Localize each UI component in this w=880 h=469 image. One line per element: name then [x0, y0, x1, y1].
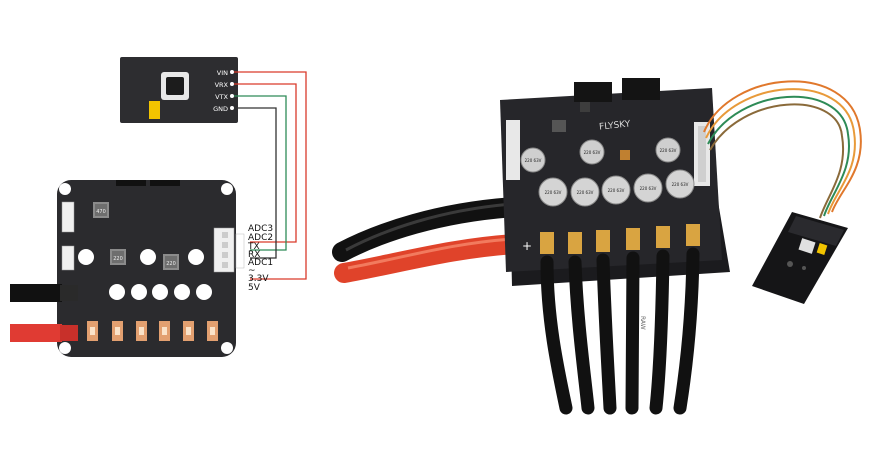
- photo-wireless-module: [752, 212, 848, 304]
- capacitor: 220 63V: [633, 173, 663, 203]
- pin-label-vtx: VTX: [215, 93, 228, 101]
- photo-motor-pads: [540, 224, 700, 254]
- wire-vtx-rx: [234, 95, 287, 251]
- svg-text:220 63V: 220 63V: [640, 186, 657, 191]
- black-power-lead: [10, 284, 62, 302]
- svg-text:220 63V: 220 63V: [608, 188, 625, 193]
- svg-text:220 63V: 220 63V: [577, 190, 594, 195]
- pin-label-vin: VIN: [217, 69, 228, 77]
- svg-text:220 63V: 220 63V: [660, 148, 677, 153]
- photo-ribbon-wires: [703, 80, 862, 219]
- wire-vin-5v: [234, 71, 307, 280]
- wire-vrx-tx: [234, 83, 297, 243]
- label-rx: RX: [248, 250, 260, 260]
- power-leads-schematic: [10, 284, 78, 342]
- pin-label-vrx: VRX: [215, 81, 229, 89]
- wiring: [234, 71, 307, 280]
- component-220-right: 220: [163, 254, 179, 270]
- motor-pads: [87, 321, 218, 341]
- capacitor: 220 63V: [655, 137, 681, 163]
- svg-text:220: 220: [113, 256, 123, 262]
- esc-board-schematic: 470 220 220: [57, 180, 245, 357]
- capacitor: 220 63V: [665, 169, 695, 199]
- svg-text:470: 470: [96, 209, 106, 215]
- component-470: 470: [93, 202, 109, 218]
- capacitor: 220 63V: [601, 175, 631, 205]
- module-pin-labels: VIN VRX VTX GND: [213, 69, 228, 113]
- plus-sign: +: [522, 239, 532, 253]
- label-3v3: 3.3V: [248, 274, 269, 284]
- capacitor-circles: [78, 249, 212, 300]
- label-tilde: ~: [248, 266, 256, 276]
- wireless-module: VIN VRX VTX GND: [120, 57, 238, 123]
- label-adc3: ADC3: [248, 224, 273, 234]
- component-220-left: 220: [110, 249, 126, 265]
- red-power-lead: [10, 324, 62, 342]
- capacitor: 220 63V: [520, 147, 546, 173]
- module-antenna-pad: [149, 101, 160, 119]
- cable-print: RAW: [639, 316, 646, 330]
- capacitor: 220 63V: [570, 177, 600, 207]
- label-5v: 5V: [248, 283, 261, 293]
- silkscreen-brand: FLYSKY: [599, 119, 632, 132]
- pin-label-gnd: GND: [213, 105, 228, 113]
- svg-text:220 63V: 220 63V: [525, 158, 542, 163]
- photo-capacitors: 220 63V 220 63V 220 63V 220 63V 220 63V …: [520, 137, 695, 207]
- label-adc1: ADC1: [248, 258, 273, 268]
- wire-gnd: [234, 107, 277, 259]
- label-tx: TX: [247, 242, 260, 252]
- photo-motor-cables: [540, 247, 700, 415]
- capacitor: 220 63V: [579, 139, 605, 165]
- svg-text:220 63V: 220 63V: [584, 150, 601, 155]
- esc-board-photo: FLYSKY 220 63V 220 63V 220 63V 220 63V: [500, 78, 730, 286]
- red-battery-cable: [334, 234, 525, 283]
- capacitor: 220 63V: [538, 177, 568, 207]
- svg-text:220: 220: [166, 261, 176, 267]
- header-pin-labels: ADC3 ADC2 TX RX ADC1 ~ 3.3V 5V: [247, 224, 273, 293]
- photo-power-cables: [332, 197, 525, 283]
- svg-text:220 63V: 220 63V: [672, 182, 689, 187]
- label-adc2: ADC2: [248, 233, 273, 243]
- svg-text:220 63V: 220 63V: [545, 190, 562, 195]
